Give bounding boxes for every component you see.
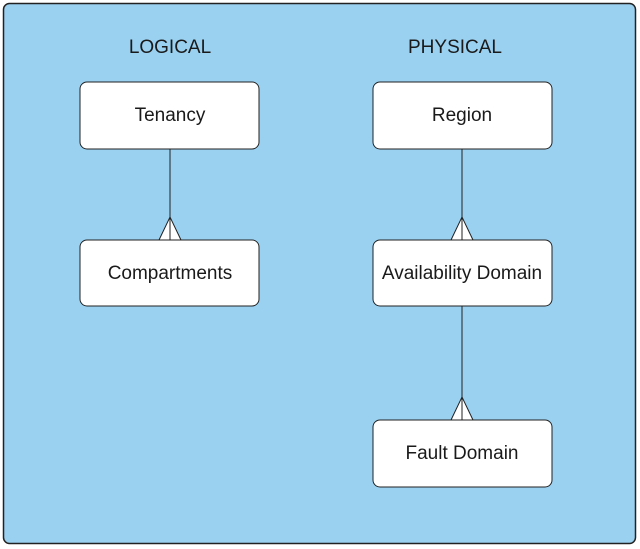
tenancy-label: Tenancy bbox=[135, 105, 206, 126]
fault-domain-box[interactable]: Fault Domain bbox=[372, 419, 553, 488]
region-label: Region bbox=[432, 105, 492, 126]
logical-heading: LOGICAL bbox=[129, 37, 211, 58]
fault-domain-label: Fault Domain bbox=[406, 443, 519, 464]
tenancy-box[interactable]: Tenancy bbox=[79, 81, 260, 150]
region-box[interactable]: Region bbox=[372, 81, 553, 150]
connector-region-availability-domain bbox=[450, 149, 474, 241]
compartments-label: Compartments bbox=[108, 263, 233, 284]
physical-heading: PHYSICAL bbox=[408, 37, 502, 58]
availability-domain-label: Availability Domain bbox=[382, 263, 542, 284]
availability-domain-box[interactable]: Availability Domain bbox=[372, 239, 553, 307]
compartments-box[interactable]: Compartments bbox=[79, 239, 260, 307]
connector-availability-domain-fault-domain bbox=[450, 306, 474, 421]
connector-tenancy-compartments bbox=[158, 149, 182, 241]
